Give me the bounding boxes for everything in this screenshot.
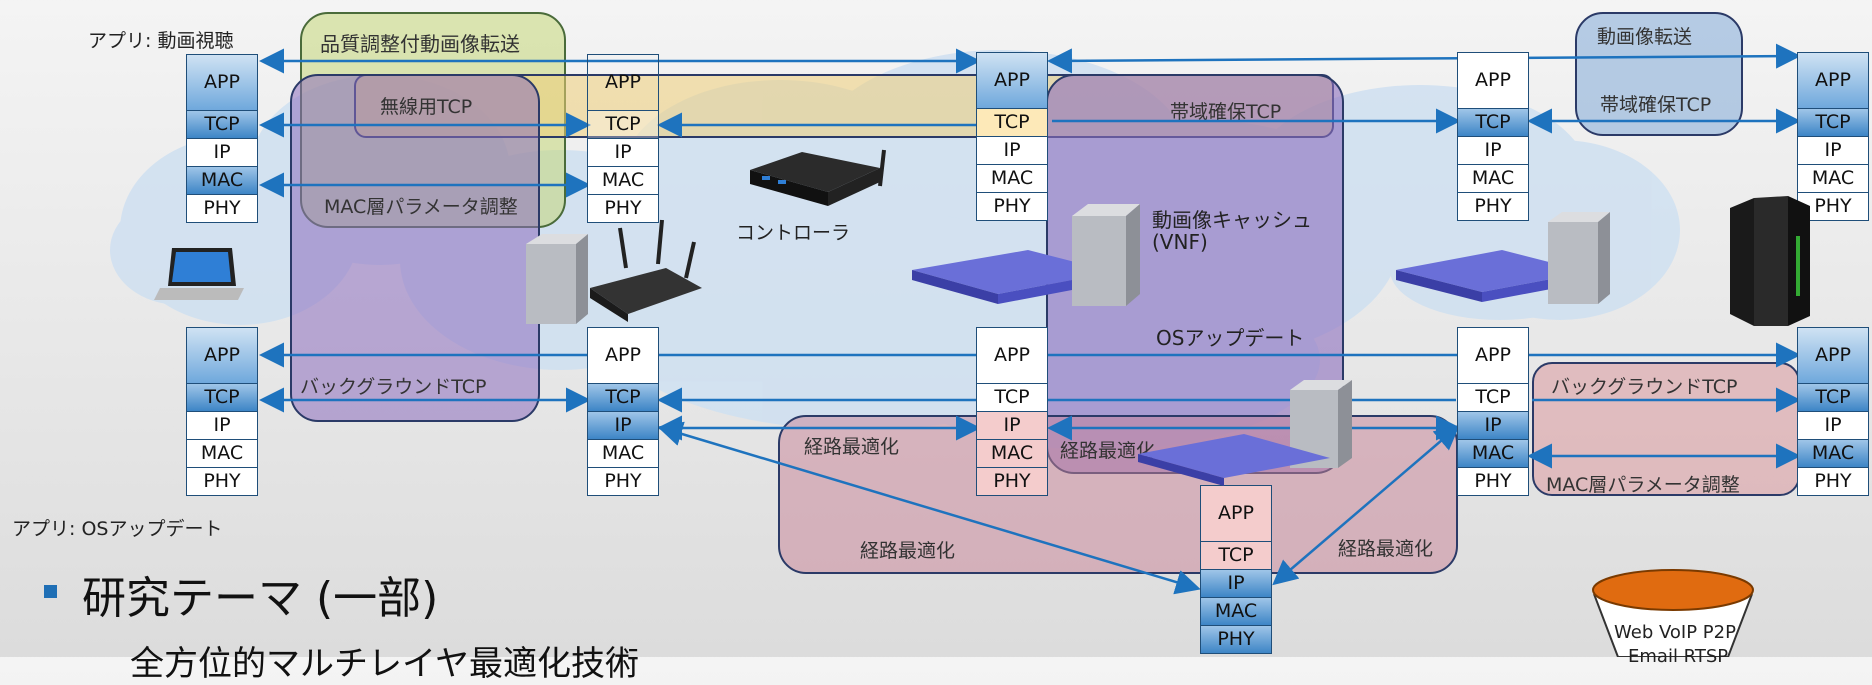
layer-ip: IP <box>1457 412 1529 440</box>
server-box-icon <box>526 234 588 324</box>
layer-ip: IP <box>587 139 659 167</box>
bullet-marker <box>44 585 57 598</box>
layer-ip: IP <box>1200 570 1272 598</box>
layer-ip: IP <box>1797 137 1869 165</box>
controller-label: コントローラ <box>736 222 851 244</box>
label-video-transfer: 動画像転送 <box>1597 26 1693 48</box>
stack-ap-bottom: APP TCP IP MAC PHY <box>587 327 659 496</box>
layer-phy: PHY <box>1797 468 1869 496</box>
layer-phy: PHY <box>587 468 659 496</box>
layer-mac: MAC <box>1457 165 1529 193</box>
cache-label: 動画像キャッシュ <box>1152 208 1312 232</box>
layer-mac: MAC <box>1797 165 1869 193</box>
cache-server-icon <box>1072 204 1140 306</box>
layer-tcp: TCP <box>1457 109 1529 137</box>
wireless-router-icon <box>590 219 702 322</box>
stack-router-right-bottom: APP TCP IP MAC PHY <box>1457 327 1529 496</box>
edge-server-icon <box>1548 212 1610 304</box>
layer-ip: IP <box>1457 137 1529 165</box>
label-mac-param-left: MAC層パラメータ調整 <box>324 196 518 218</box>
connection-arrows <box>259 43 1801 595</box>
bullet-sub: 全方位的マルチレイヤ最適化技術 <box>130 644 639 684</box>
layer-ip: IP <box>1797 412 1869 440</box>
cache-vnf-label: (VNF) <box>1152 230 1208 254</box>
stack-cache-top: APP TCP IP MAC PHY <box>976 52 1048 221</box>
label-background-right: バックグラウンドTCP <box>1551 376 1738 398</box>
layer-phy: PHY <box>1797 193 1869 221</box>
layer-tcp: TCP <box>1797 109 1869 137</box>
layer-app: APP <box>976 52 1048 109</box>
layer-app: APP <box>587 327 659 384</box>
layer-phy: PHY <box>1200 626 1272 654</box>
os-update-label: OSアップデート <box>1156 326 1305 350</box>
controller-pc-icon <box>750 149 886 206</box>
label-bw-tcp-center: 帯域確保TCP <box>1170 101 1282 123</box>
layer-mac: MAC <box>186 440 258 468</box>
layer-mac: MAC <box>587 167 659 195</box>
layer-mac: MAC <box>1200 598 1272 626</box>
bullet-main: 研究テーマ (一部) <box>82 573 439 624</box>
stack-server-bottom: APP TCP IP MAC PHY <box>1797 327 1869 496</box>
layer-ip: IP <box>186 412 258 440</box>
layer-mac: MAC <box>976 440 1048 468</box>
layer-tcp: TCP <box>186 111 258 139</box>
layer-app: APP <box>1797 327 1869 384</box>
layer-tcp: TCP <box>1200 542 1272 570</box>
application-db-icon <box>1592 569 1754 657</box>
layer-tcp: TCP <box>587 111 659 139</box>
layer-mac: MAC <box>1797 440 1869 468</box>
stack-router-right-top: APP TCP IP MAC PHY <box>1457 52 1529 221</box>
layer-app: APP <box>1200 485 1272 542</box>
stack-ap-top: APP TCP IP MAC PHY <box>587 54 659 223</box>
layer-phy: PHY <box>976 468 1048 496</box>
rack-server-icon <box>1730 196 1810 326</box>
layer-phy: PHY <box>186 195 258 223</box>
layer-tcp: TCP <box>587 384 659 412</box>
layer-phy: PHY <box>186 468 258 496</box>
layer-app: APP <box>976 327 1048 384</box>
layer-phy: PHY <box>587 195 659 223</box>
layer-mac: MAC <box>587 440 659 468</box>
layer-tcp: TCP <box>976 384 1048 412</box>
layer-phy: PHY <box>1457 193 1529 221</box>
layer-mac: MAC <box>1457 440 1529 468</box>
layer-phy: PHY <box>976 193 1048 221</box>
layer-mac: MAC <box>186 167 258 195</box>
stack-router-bottom: APP TCP IP MAC PHY <box>1200 485 1272 654</box>
stack-client-video: APP TCP IP MAC PHY <box>186 54 258 223</box>
layer-app: APP <box>186 54 258 111</box>
layer-ip: IP <box>587 412 659 440</box>
layer-ip: IP <box>976 412 1048 440</box>
layer-ip: IP <box>976 137 1048 165</box>
layer-app: APP <box>186 327 258 384</box>
stack-client-os: APP TCP IP MAC PHY <box>186 327 258 496</box>
layer-ip: IP <box>186 139 258 167</box>
stack-server-top: APP TCP IP MAC PHY <box>1797 52 1869 221</box>
app-video-label: アプリ: 動画視聴 <box>88 30 234 52</box>
layer-tcp: TCP <box>976 109 1048 137</box>
layer-tcp: TCP <box>1797 384 1869 412</box>
layer-tcp: TCP <box>1457 384 1529 412</box>
app-os-label: アプリ: OSアップデート <box>12 518 223 540</box>
layer-app: APP <box>587 54 659 111</box>
laptop-icon <box>154 248 244 300</box>
layer-mac: MAC <box>976 165 1048 193</box>
stack-switch-center: APP TCP IP MAC PHY <box>976 327 1048 496</box>
layer-app: APP <box>1457 327 1529 384</box>
layer-app: APP <box>1797 52 1869 109</box>
layer-phy: PHY <box>1457 468 1529 496</box>
label-mac-param-right: MAC層パラメータ調整 <box>1546 474 1740 496</box>
db-apps-line1: Web VoIP P2P <box>1614 622 1736 643</box>
router-bottom-icon <box>1138 380 1352 486</box>
layer-tcp: TCP <box>186 384 258 412</box>
layer-app: APP <box>1457 52 1529 109</box>
